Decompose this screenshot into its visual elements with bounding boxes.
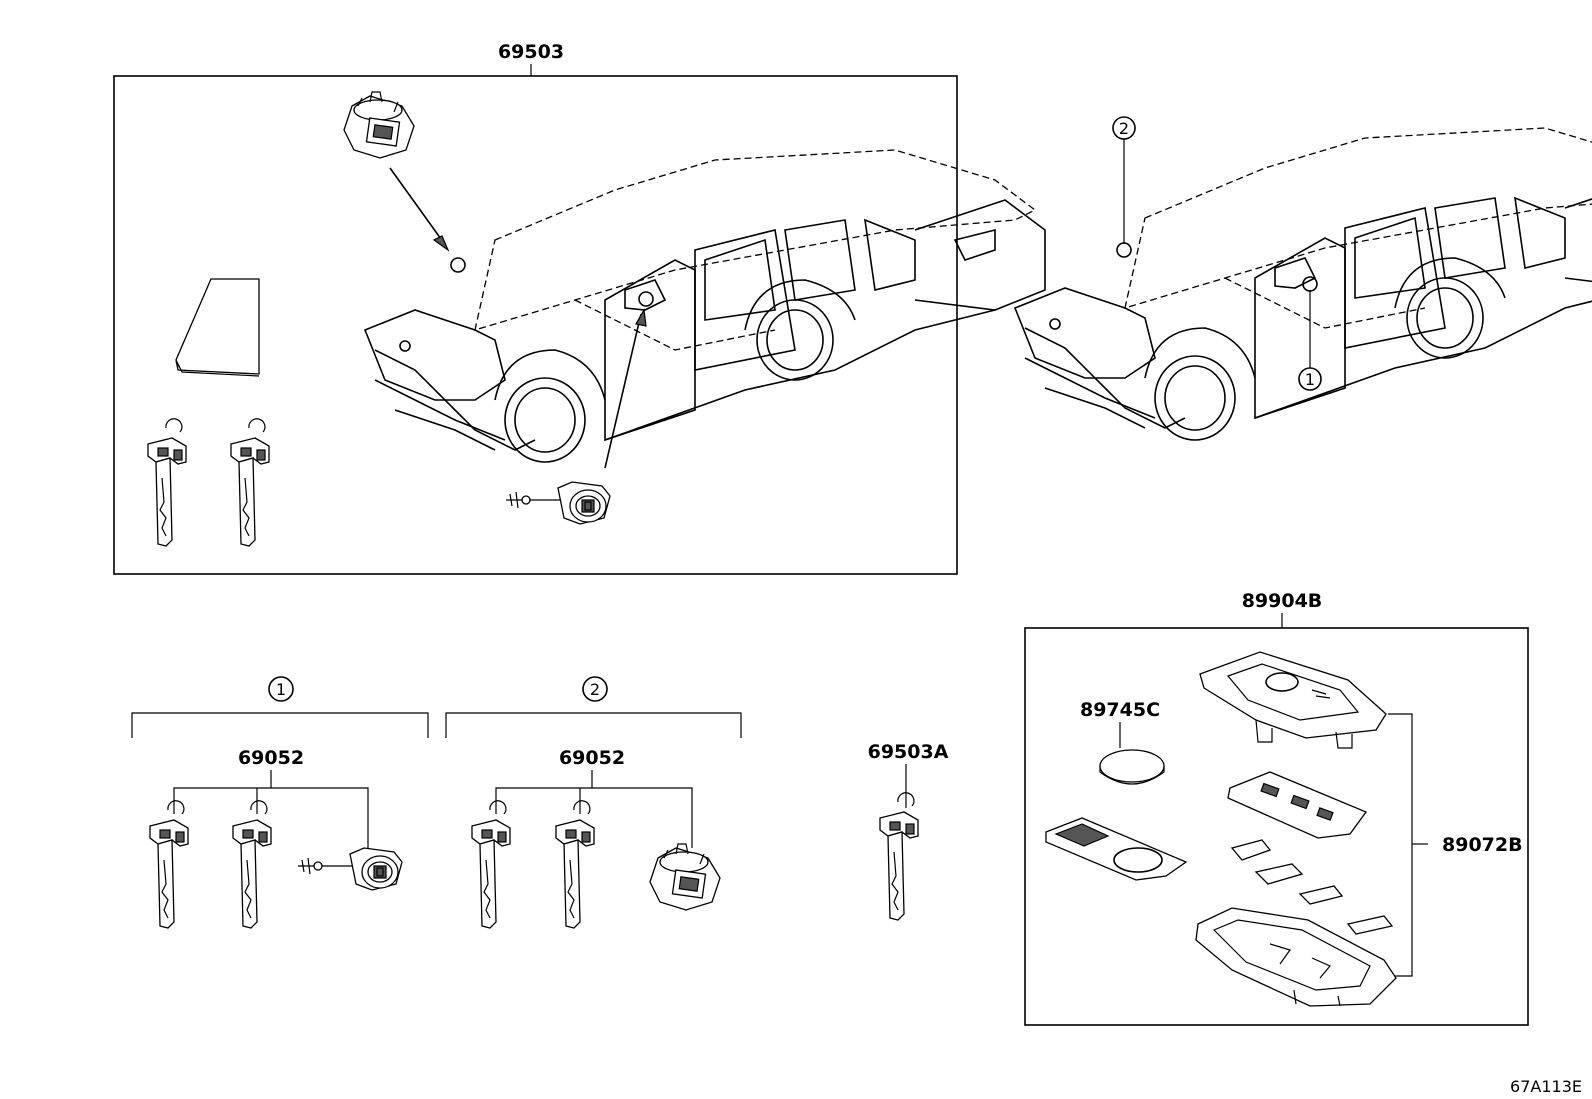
ignition-cylinder-icon bbox=[649, 843, 721, 911]
svg-text:2: 2 bbox=[590, 680, 600, 699]
callout-1-keyset: 1 bbox=[268, 676, 294, 702]
label-smart-key: 89904B bbox=[1242, 590, 1323, 612]
key-blade-icon bbox=[471, 800, 511, 929]
callout-2-keyset: 2 bbox=[582, 676, 608, 702]
bracket-keyset-2 bbox=[445, 712, 742, 738]
label-transmitter-housing: 89072B bbox=[1442, 834, 1523, 856]
svg-text:2: 2 bbox=[1119, 119, 1129, 138]
button-pad bbox=[1227, 771, 1368, 839]
label-key-set-1: 69052 bbox=[238, 747, 304, 769]
housing-clips bbox=[1230, 839, 1394, 935]
vehicle-illustration-main bbox=[364, 149, 1046, 463]
coin-battery-icon bbox=[1099, 749, 1165, 785]
key-blade-icon bbox=[147, 418, 187, 547]
label-battery: 89745C bbox=[1080, 699, 1160, 721]
label-main-assembly: 69503 bbox=[498, 41, 564, 63]
label-key-set-2: 69052 bbox=[559, 747, 625, 769]
key-blade-icon bbox=[230, 418, 270, 547]
bracket-transmitter bbox=[1388, 713, 1413, 977]
door-lock-cylinder-icon bbox=[505, 481, 611, 525]
circuit-board bbox=[1045, 817, 1188, 881]
svg-text:1: 1 bbox=[276, 680, 286, 699]
key-blade-icon bbox=[555, 800, 595, 929]
main-assembly-frame bbox=[113, 75, 958, 575]
door-lock-cylinder-icon bbox=[297, 847, 403, 891]
key-blade-icon bbox=[879, 792, 919, 921]
key-blade-icon bbox=[232, 800, 272, 929]
key-blade-icon bbox=[149, 800, 189, 929]
smart-key-top-cover bbox=[1199, 651, 1387, 749]
smart-key-frame bbox=[1024, 627, 1529, 1026]
callout-2-vehicle: 2 bbox=[1112, 116, 1136, 258]
callout-1-vehicle: 1 bbox=[1298, 276, 1322, 391]
smart-key-bottom-case bbox=[1195, 907, 1397, 1007]
bracket-keyset-1 bbox=[131, 712, 429, 738]
svg-text:1: 1 bbox=[1305, 370, 1315, 389]
figure-id: 67A113E bbox=[1510, 1077, 1582, 1096]
arrow-door-lock bbox=[604, 313, 642, 469]
label-key-blank: 69503A bbox=[868, 741, 949, 763]
ignition-cylinder-icon bbox=[343, 91, 415, 159]
arrow-ignition bbox=[389, 167, 447, 247]
owners-booklet bbox=[175, 278, 260, 377]
